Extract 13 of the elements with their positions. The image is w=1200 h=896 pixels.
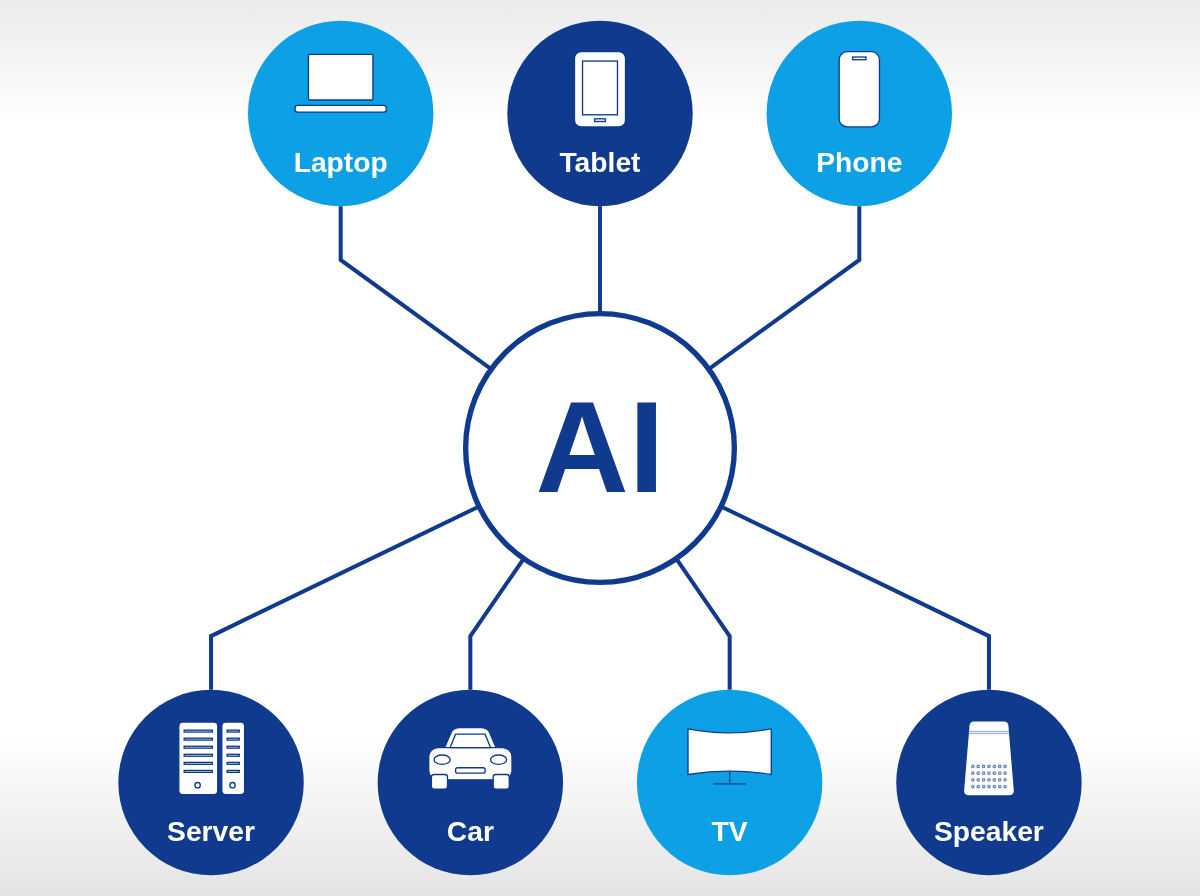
- node-circle: TV: [636, 689, 823, 876]
- connector: [209, 504, 480, 690]
- connector: [468, 557, 526, 690]
- connector: [598, 206, 602, 314]
- connector: [720, 504, 991, 690]
- node-circle: Laptop: [248, 20, 434, 207]
- node-circle: AI: [462, 310, 738, 586]
- node-circle: Server: [118, 689, 304, 876]
- node-circle: Car: [377, 689, 564, 876]
- node-circle: Phone: [766, 20, 952, 207]
- node-circle: Tablet: [507, 20, 693, 207]
- connector: [674, 557, 732, 690]
- node-circle: Speaker: [896, 689, 1082, 876]
